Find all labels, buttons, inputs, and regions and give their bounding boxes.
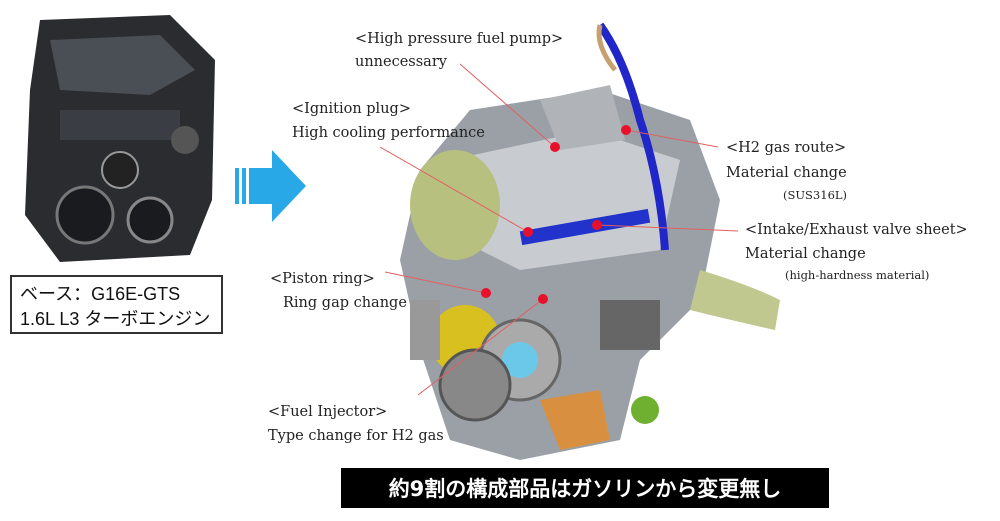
marker-fuel-injector <box>538 294 548 304</box>
base-engine-line2: 1.6L L3 ターボエンジン <box>20 309 210 329</box>
callout-piston-desc: Ring gap change <box>283 295 407 311</box>
callout-ignition-title: <Ignition plug> <box>292 101 411 117</box>
callout-fuel-pump-title: <High pressure fuel pump> <box>355 31 563 47</box>
callout-piston-title: <Piston ring> <box>270 271 375 287</box>
callout-fuel-pump-desc: unnecessary <box>355 54 448 70</box>
callout-valve-note: (high-hardness material) <box>785 268 929 282</box>
callout-ignition-desc: High cooling performance <box>292 125 485 141</box>
callout-valve-title: <Intake/Exhaust valve sheet> <box>745 222 968 238</box>
marker-valve-sheet <box>592 220 602 230</box>
callout-injector-title: <Fuel Injector> <box>268 404 387 420</box>
marker-fuel-pump <box>550 142 560 152</box>
marker-h2-gas-route <box>621 125 631 135</box>
callout-injector-desc: Type change for H2 gas <box>268 428 444 444</box>
base-engine-photo <box>5 5 225 267</box>
base-engine-line1: ベース：G16E-GTS <box>20 284 180 304</box>
base-engine-box <box>10 275 223 334</box>
callout-valve-desc: Material change <box>745 246 866 262</box>
marker-piston-ring <box>481 288 491 298</box>
leader-lines <box>379 63 739 396</box>
marker-ignition-plug <box>523 227 533 237</box>
summary-banner <box>341 468 829 508</box>
callout-h2-route-desc: Material change <box>726 165 847 181</box>
hydrogen-engine-illustration <box>400 22 780 460</box>
summary-banner-text: 約9割の構成部品はガソリンから変更無し <box>389 477 782 501</box>
callout-h2-route-note: (SUS316L) <box>783 188 847 202</box>
arrow-right-icon <box>235 150 306 222</box>
callout-h2-route-title: <H2 gas route> <box>726 140 846 156</box>
